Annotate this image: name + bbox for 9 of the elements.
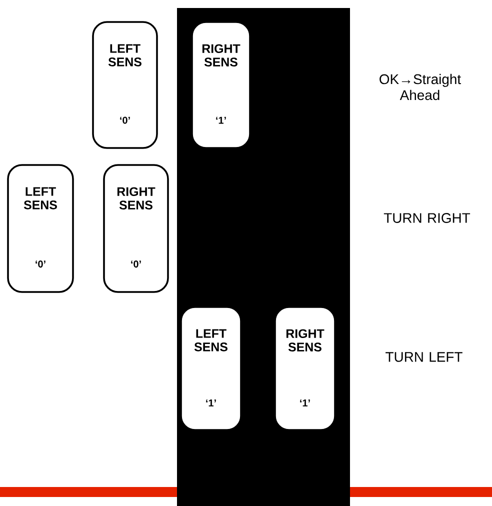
- state-label: TURN RIGHT: [384, 213, 470, 223]
- state-label: OK→Straight Ahead: [380, 74, 461, 100]
- sensor-box: LEFT SENS ‘0’: [92, 21, 158, 149]
- sensor-box: RIGHT SENS ‘1’: [191, 21, 251, 149]
- sensor-box: LEFT SENS ‘0’: [7, 164, 74, 293]
- state-label: TURN LEFT: [386, 352, 462, 362]
- sensor-box: LEFT SENS ‘1’: [180, 306, 242, 431]
- sensor-box: RIGHT SENS ‘1’: [274, 306, 336, 431]
- sensor-box: RIGHT SENS ‘0’: [103, 164, 169, 293]
